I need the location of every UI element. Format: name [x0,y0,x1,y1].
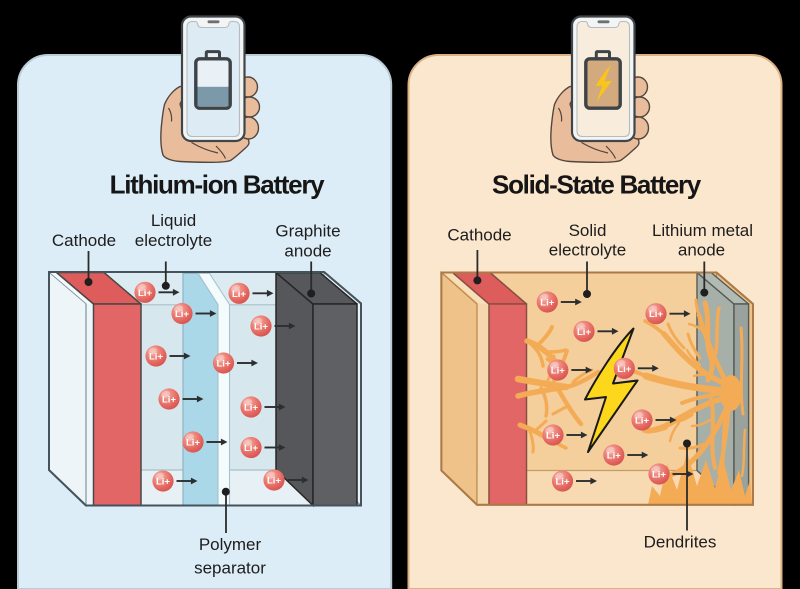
svg-text:Graphite: Graphite [275,222,340,241]
svg-text:Liquid: Liquid [151,211,196,230]
svg-text:Solid-State Battery: Solid-State Battery [492,170,702,200]
svg-text:anode: anode [678,241,725,260]
svg-text:Polymer: Polymer [199,535,262,554]
svg-text:Solid: Solid [569,221,607,240]
svg-text:Lithium metal: Lithium metal [652,221,753,240]
svg-text:electrolyte: electrolyte [135,231,212,250]
svg-text:electrolyte: electrolyte [549,241,626,260]
svg-text:Cathode: Cathode [447,226,511,245]
svg-text:separator: separator [194,558,266,577]
svg-text:Lithium-ion Battery: Lithium-ion Battery [110,170,325,200]
svg-text:anode: anode [284,242,331,261]
svg-text:Dendrites: Dendrites [644,533,717,552]
svg-text:Cathode: Cathode [52,231,116,250]
